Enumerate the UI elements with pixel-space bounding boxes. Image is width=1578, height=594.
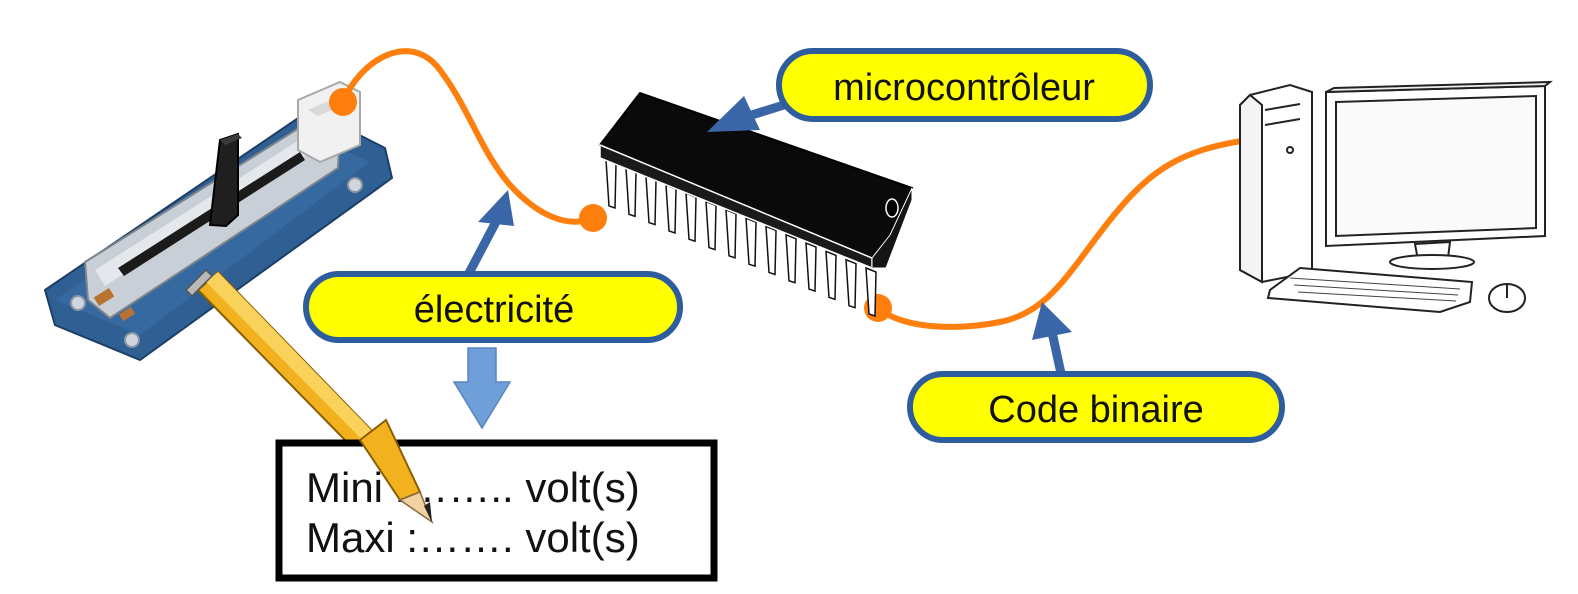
keyboard-key-row [1297,291,1457,302]
wire-end-dot [579,204,607,232]
arrow-head [1032,302,1072,340]
chip-pin [725,208,737,259]
keyboard-key-row [1289,277,1461,290]
label-binary-code-text: Code binaire [988,389,1203,431]
computer-icon [1239,80,1553,314]
arrow-head [478,190,514,226]
chip-pin [665,183,677,234]
slide-potentiometer [43,80,394,362]
chip-pin [705,200,717,251]
label-electricity-text: électricité [414,289,575,331]
chip-pin [765,225,777,276]
pencil-tip-overlay [358,418,434,525]
chip-pin [865,266,877,318]
chip-pin [685,192,697,243]
arrow-head [707,96,760,132]
chip-pin [625,167,637,218]
note-max-line: Maxi :……. volt(s) [306,514,640,561]
voltage-note-box: Mini :…….. volt(s) Maxi :……. volt(s) [275,439,718,582]
keyboard-key-row [1293,284,1459,296]
chip-pin [845,258,857,309]
chip-pin [645,175,657,226]
label-binary-code: Code binaire [907,371,1285,443]
note-min-line: Mini :…….. volt(s) [306,464,640,511]
label-microcontroller-text: microcontrôleur [833,67,1095,109]
wire-microcontroller-to-computer [875,137,1251,330]
chip-pin [605,158,617,210]
chip-pin [825,250,837,301]
arrow-to-wire [464,215,502,278]
label-electricity: électricité [303,271,683,343]
arrows [464,95,1072,379]
down-arrow-icon [452,347,512,430]
microcontroller-chip [598,91,914,318]
chip-pin [745,217,757,268]
wire-potentiometer-to-microcontroller [340,48,596,225]
arrow-to-wire [1047,331,1067,379]
label-microcontroller: microcontrôleur [776,48,1153,122]
wire-end-dot [329,88,357,116]
wires [329,48,1251,330]
chip-pin [785,233,797,284]
chip-pin [805,241,817,293]
